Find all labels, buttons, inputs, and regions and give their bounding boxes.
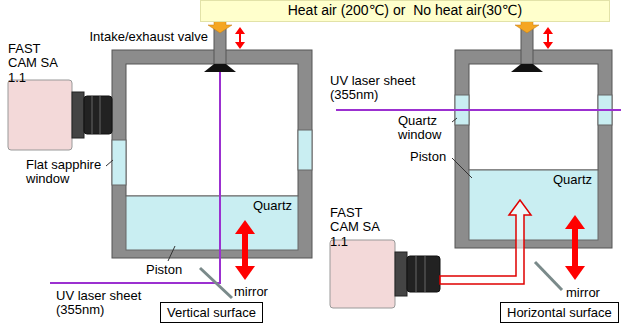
high-speed-camera <box>395 252 407 296</box>
material-label: Quartz <box>553 173 592 187</box>
mirror <box>200 268 232 298</box>
piston-motion-arrow <box>572 228 578 267</box>
high-speed-camera <box>84 96 112 134</box>
caption-text: Vertical surface <box>167 306 256 320</box>
sapphire-window <box>112 140 126 185</box>
leader-line <box>452 158 472 178</box>
leader-line <box>168 246 175 261</box>
valve <box>204 28 236 72</box>
heat-air-arrow <box>515 21 539 33</box>
valve-motion-arrow <box>543 42 553 49</box>
high-speed-camera <box>330 240 440 308</box>
leader-line <box>106 160 113 166</box>
heat-air-arrow <box>515 21 539 33</box>
sapphire-window <box>298 130 312 170</box>
piston-motion-arrow <box>235 220 255 234</box>
leader-line <box>106 160 175 261</box>
high-speed-camera <box>416 256 417 292</box>
material-label: Quartz <box>253 199 292 213</box>
heat-air-banner: Heat air (200℃) or No heat air(30℃) <box>200 0 610 22</box>
piston-motion-arrow <box>235 266 255 280</box>
view-caption-box: Vertical surface <box>160 302 263 323</box>
uv-laser-beam <box>50 72 220 283</box>
high-speed-camera <box>92 96 93 134</box>
cylinder-housing <box>455 50 612 248</box>
valve <box>521 28 533 64</box>
view-path-arrow <box>440 200 531 284</box>
valve-motion-arrow <box>547 33 549 43</box>
part-label: Piston <box>146 263 182 277</box>
uv-laser-beam <box>336 110 621 111</box>
quartz-piston <box>469 170 598 240</box>
camera-label: FAST CAM SA 1.1 <box>330 206 392 249</box>
part-label: mirror <box>234 285 268 299</box>
quartz-piston <box>126 196 298 250</box>
valve-motion-arrow <box>239 33 241 43</box>
high-speed-camera <box>330 240 395 308</box>
cylinder-housing <box>112 50 312 258</box>
banner-text: Heat air (200℃) or No heat air(30℃) <box>288 3 523 18</box>
sapphire-window <box>112 130 312 185</box>
high-speed-camera <box>8 80 72 150</box>
valve <box>214 28 226 64</box>
valve-motion-arrow <box>235 27 245 34</box>
camera-label: FAST CAM SA 1.1 <box>8 42 70 85</box>
high-speed-camera <box>100 96 101 134</box>
heat-air-arrow <box>208 21 232 33</box>
cylinder-housing <box>455 50 612 248</box>
valve-motion-arrow <box>543 27 553 49</box>
part-label: Intake/exhaust valve <box>80 30 208 44</box>
uv-laser-beam <box>50 72 220 283</box>
uv-laser-beam <box>336 109 621 111</box>
valve <box>511 64 543 72</box>
leader-line <box>452 118 472 178</box>
valve <box>204 64 236 72</box>
high-speed-camera <box>72 92 84 138</box>
piston-motion-arrow <box>235 220 255 280</box>
view-path-arrow <box>440 200 531 284</box>
laser-label: UV laser sheet (355nm) <box>330 74 428 103</box>
piston-motion-arrow <box>565 215 585 280</box>
heat-air-arrow <box>208 21 232 33</box>
valve-motion-arrow <box>235 42 245 49</box>
valve <box>511 28 543 72</box>
cylinder-housing <box>112 50 312 258</box>
caption-text: Horizontal surface <box>507 306 612 320</box>
part-label: Flat sapphire window <box>26 158 106 187</box>
cylinder-housing <box>126 64 298 196</box>
quartz-block: Quartz <box>126 196 298 250</box>
cylinder-housing <box>469 64 598 170</box>
piston-motion-arrow <box>565 266 585 280</box>
high-speed-camera <box>8 80 112 150</box>
laser-label: UV laser sheet (355nm) <box>56 289 154 318</box>
quartz-piston <box>126 196 298 250</box>
part-label: mirror <box>566 286 600 300</box>
valve-motion-arrow <box>235 27 245 49</box>
mirror <box>200 268 232 298</box>
high-speed-camera <box>407 256 440 292</box>
leader-line <box>452 118 457 122</box>
valve-motion-arrow <box>543 27 553 34</box>
mirror <box>535 262 562 290</box>
high-speed-camera <box>425 256 426 292</box>
quartz-block: Quartz <box>469 170 598 240</box>
quartz-piston <box>469 170 598 240</box>
piston-motion-arrow <box>242 232 248 268</box>
view-caption-box: Horizontal surface <box>500 302 619 323</box>
part-label: Quartz window <box>398 114 450 143</box>
part-label: Piston <box>410 150 446 164</box>
mirror <box>535 262 562 290</box>
piston-motion-arrow <box>565 215 585 229</box>
